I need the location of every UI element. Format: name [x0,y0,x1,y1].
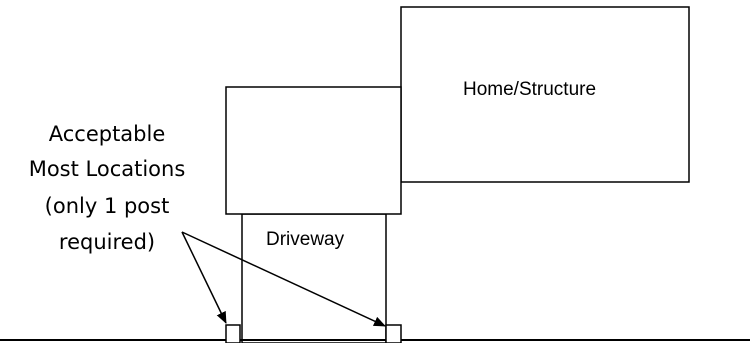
right-post [385,324,402,343]
driveway-label: Driveway [266,229,345,250]
left-post [225,324,241,343]
note-line-4: required) [59,230,155,254]
home-structure [400,6,690,183]
note-line-1: Acceptable [49,122,166,146]
arrow-to-left-post [181,231,227,324]
driveway [241,213,387,343]
note-line-3: (only 1 post [45,194,170,218]
home-structure-label: Home/Structure [463,79,596,100]
arrow-to-right-post [181,231,386,327]
garage-block [225,86,402,215]
note-line-2: Most Locations [29,157,186,181]
